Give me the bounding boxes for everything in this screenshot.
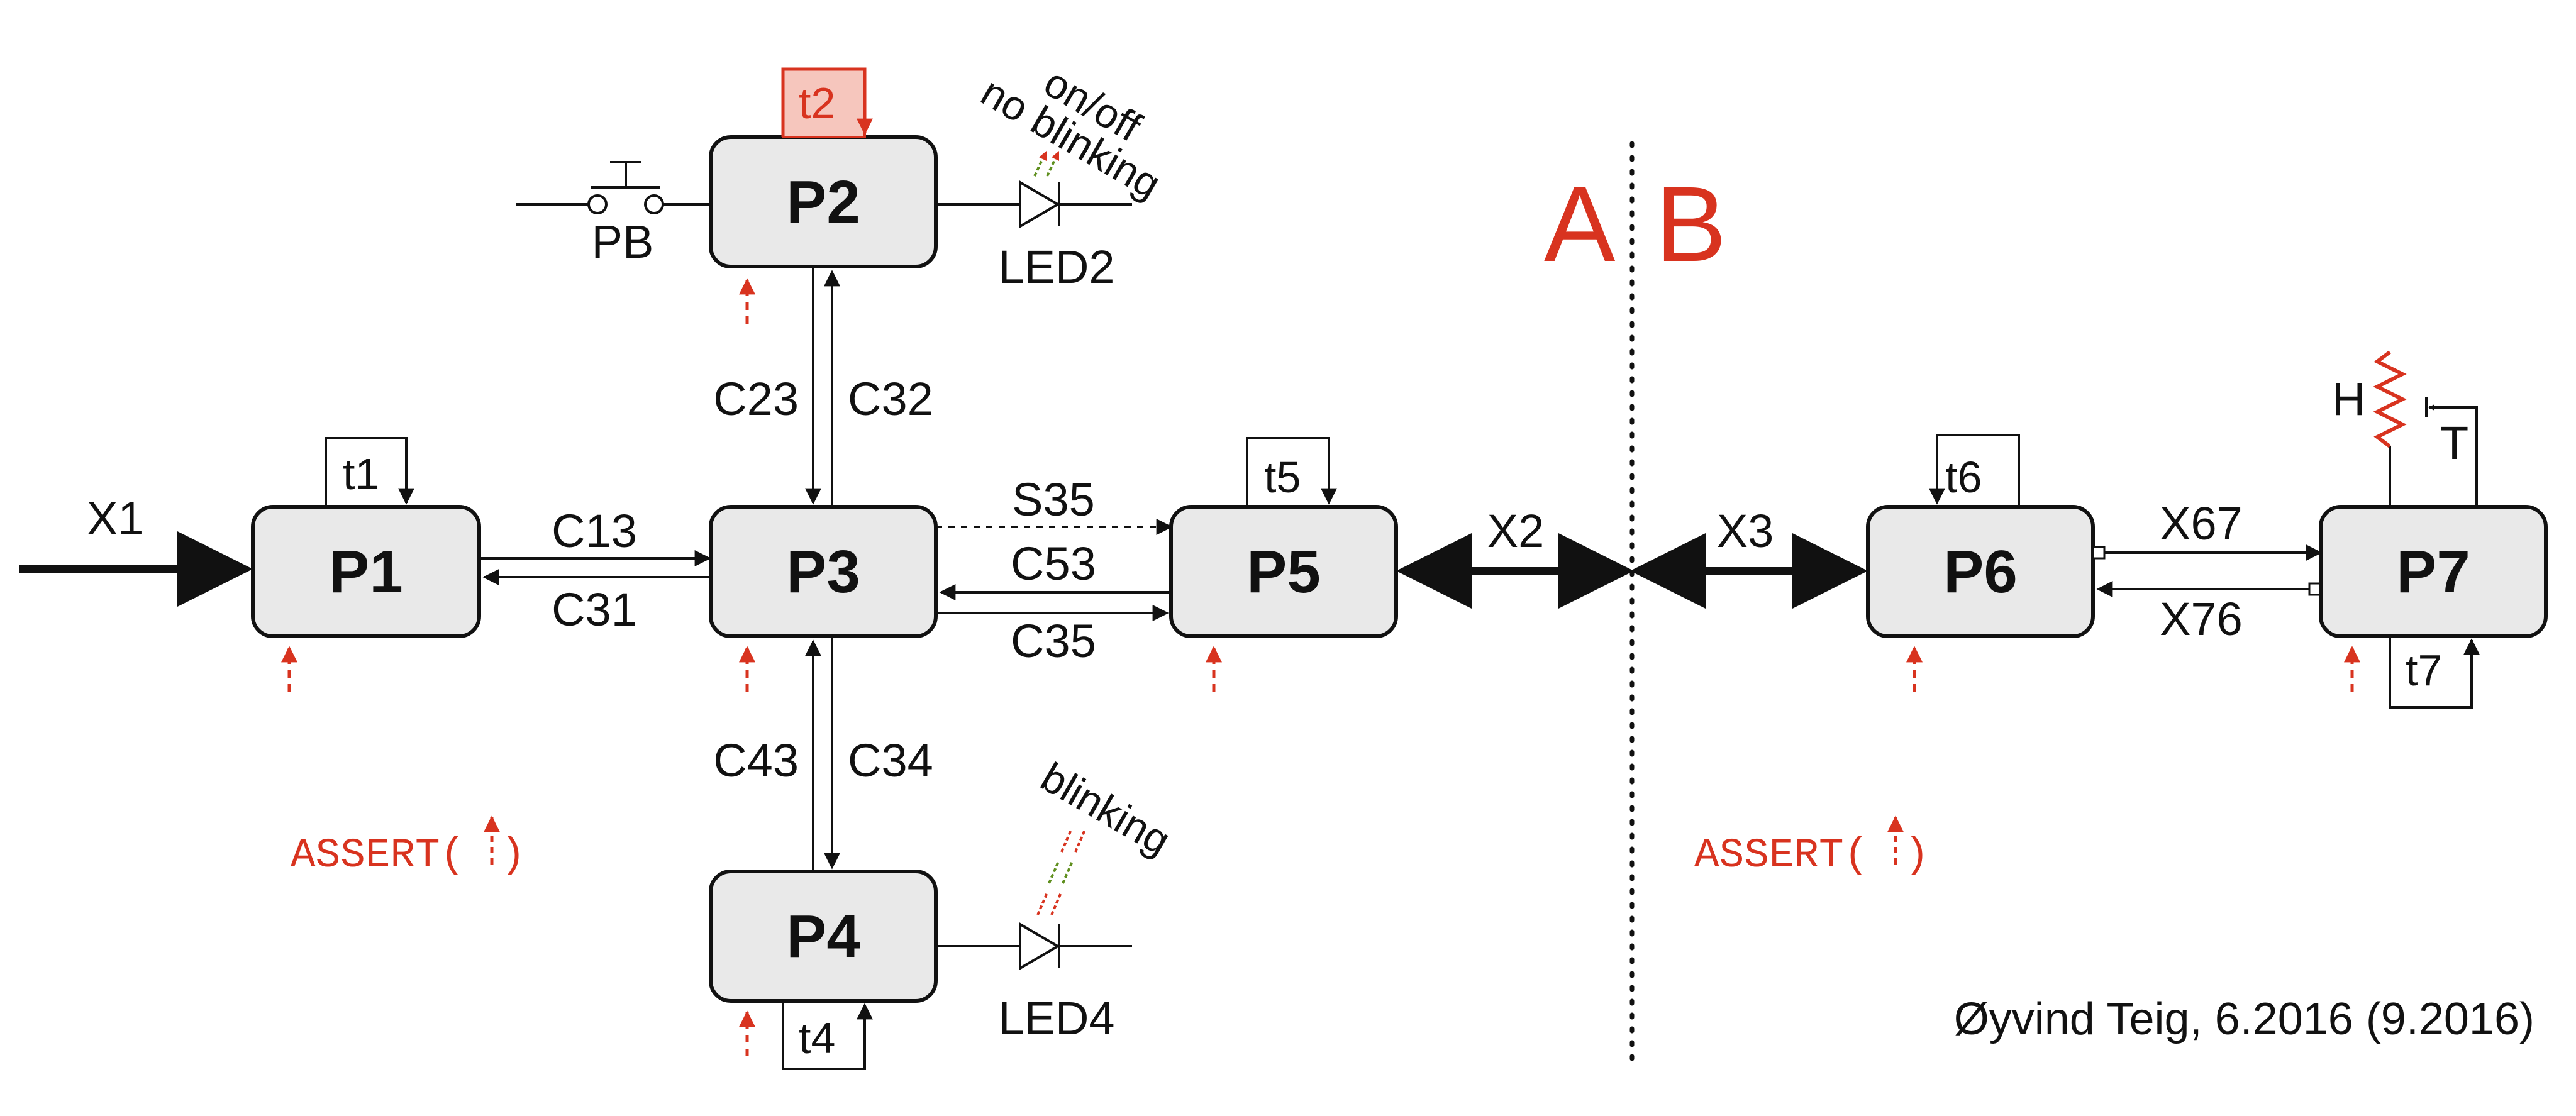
c23-label: C23 [713, 373, 799, 425]
process-p1[interactable] [251, 505, 481, 638]
svg-text:): ) [1904, 832, 1929, 879]
assert-legend-right: ASSERT( ) [1694, 815, 1929, 879]
process-p6-label: P6 [1943, 538, 2017, 605]
c13-label: C13 [552, 505, 637, 557]
led4-note-blinking: blinking [1033, 753, 1179, 864]
s35-label: S35 [1012, 473, 1095, 526]
heater-h-label: H [2332, 373, 2365, 425]
x67-port [2092, 546, 2106, 560]
x1-label: X1 [87, 492, 144, 544]
process-p7-label: P7 [2396, 538, 2470, 605]
svg-text:): ) [501, 832, 526, 879]
pb-label: PB [592, 216, 654, 268]
blink-arrows-icon [1036, 829, 1086, 915]
side-b-label: B [1655, 165, 1726, 284]
process-p6[interactable] [1866, 505, 2095, 638]
signature: Øyvind Teig, 6.2016 (9.2016) [1954, 994, 2534, 1044]
heater-icon [2373, 350, 2407, 507]
timer-t1-label: t1 [343, 450, 379, 499]
assert-legend-left: ASSERT( ) [291, 815, 526, 879]
led4-label: LED4 [998, 992, 1114, 1044]
timer-t7-loop [2389, 636, 2480, 709]
side-a-label: A [1544, 165, 1616, 284]
timer-t4-loop [782, 1001, 873, 1070]
process-p5-label: P5 [1246, 538, 1320, 605]
blink-arrows-icon [1033, 151, 1059, 177]
timer-t7-label: t7 [2406, 646, 2442, 695]
timer-t2-label: t2 [799, 79, 835, 128]
x67-label: X67 [2160, 497, 2243, 550]
led2-label: LED2 [998, 241, 1114, 293]
push-button-icon[interactable] [516, 161, 711, 214]
process-p3-label: P3 [786, 538, 860, 605]
process-p2-label: P2 [786, 169, 860, 236]
timer-t1-loop [325, 437, 414, 507]
c35-label: C35 [1011, 615, 1096, 667]
c34-label: C34 [848, 734, 933, 787]
x2-label: X2 [1487, 505, 1545, 557]
x76-label: X76 [2160, 593, 2243, 645]
timer-t5-label: t5 [1264, 453, 1301, 502]
timer-t5-loop [1246, 437, 1337, 507]
sensor-t-label: T [2440, 417, 2468, 469]
timer-t4-label: t4 [799, 1014, 835, 1063]
c43-label: C43 [713, 734, 799, 787]
diode-icon [936, 922, 1132, 971]
process-p3[interactable] [709, 505, 938, 638]
sensor-t-line [2425, 397, 2478, 507]
x3-label: X3 [1717, 505, 1774, 557]
c31-label: C31 [552, 583, 637, 636]
process-p4[interactable] [709, 870, 938, 1003]
svg-text:ASSERT(: ASSERT( [1694, 832, 1868, 879]
c32-label: C32 [848, 373, 933, 425]
process-p1-label: P1 [329, 538, 402, 605]
diode-icon [936, 180, 1132, 229]
svg-text:ASSERT(: ASSERT( [291, 832, 465, 879]
timer-t2-loop [781, 67, 873, 137]
process-p4-label: P4 [786, 903, 860, 970]
c53-label: C53 [1011, 538, 1096, 590]
process-p7[interactable] [2319, 505, 2548, 638]
timer-t6-label: t6 [1945, 453, 1982, 502]
timer-t6-loop [1929, 434, 2020, 507]
